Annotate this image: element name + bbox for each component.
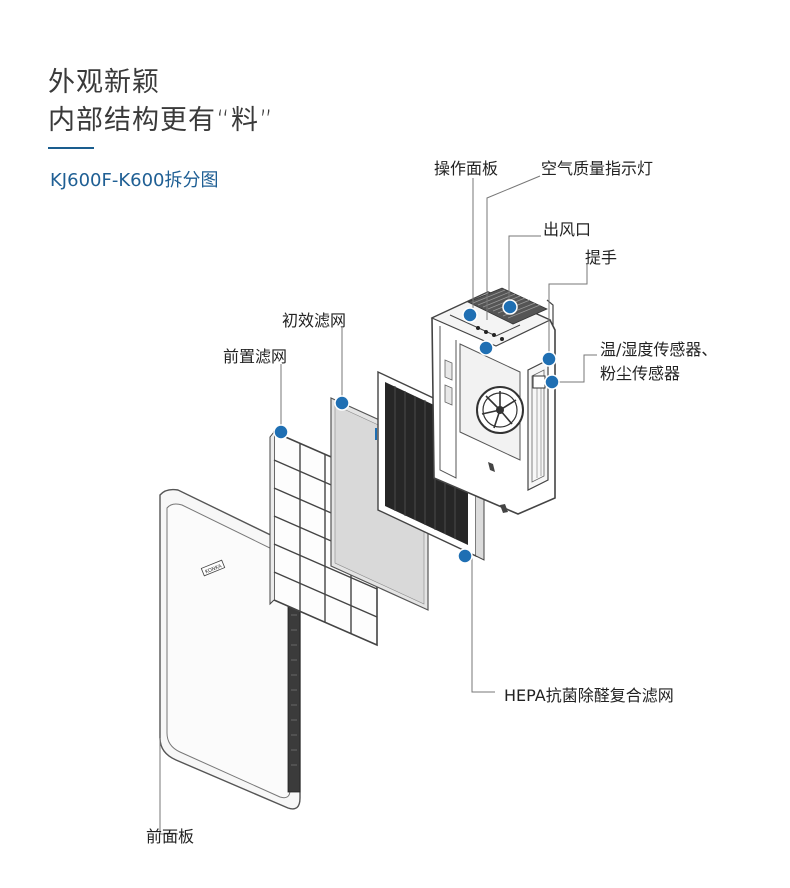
callout-dots bbox=[273, 299, 560, 564]
label-front-filter: 前置滤网 bbox=[223, 347, 288, 366]
label-hepa-filter: HEPA抗菌除醛复合滤网 bbox=[504, 686, 674, 705]
purifier-body bbox=[430, 287, 556, 515]
label-handle: 提手 bbox=[585, 248, 618, 267]
dot-primary-filter bbox=[334, 395, 350, 411]
heading-line-1: 外观新颖 bbox=[48, 67, 160, 98]
label-front-panel: 前面板 bbox=[146, 827, 195, 846]
dot-air-outlet bbox=[502, 299, 518, 315]
label-sensor-line-1: 温/湿度传感器、 bbox=[600, 340, 718, 359]
dot-control-panel bbox=[462, 307, 478, 323]
dot-aqi-light bbox=[478, 340, 494, 356]
dot-handle bbox=[541, 351, 557, 367]
dot-hepa-filter bbox=[457, 548, 473, 564]
dot-sensor bbox=[544, 374, 560, 390]
label-air-outlet: 出风口 bbox=[543, 220, 592, 239]
label-aqi-light: 空气质量指示灯 bbox=[541, 159, 654, 178]
accent-rule bbox=[48, 147, 94, 149]
label-sensor-line-2: 粉尘传感器 bbox=[600, 364, 681, 383]
label-primary-filter: 初效滤网 bbox=[282, 311, 347, 330]
dot-front-filter bbox=[273, 424, 289, 440]
label-control-panel: 操作面板 bbox=[434, 159, 499, 178]
diagram-subtitle: KJ600F-K600拆分图 bbox=[50, 170, 219, 191]
front-panel: KONKA bbox=[159, 488, 301, 810]
heading-line-2: 内部结构更有“料” bbox=[48, 105, 274, 136]
